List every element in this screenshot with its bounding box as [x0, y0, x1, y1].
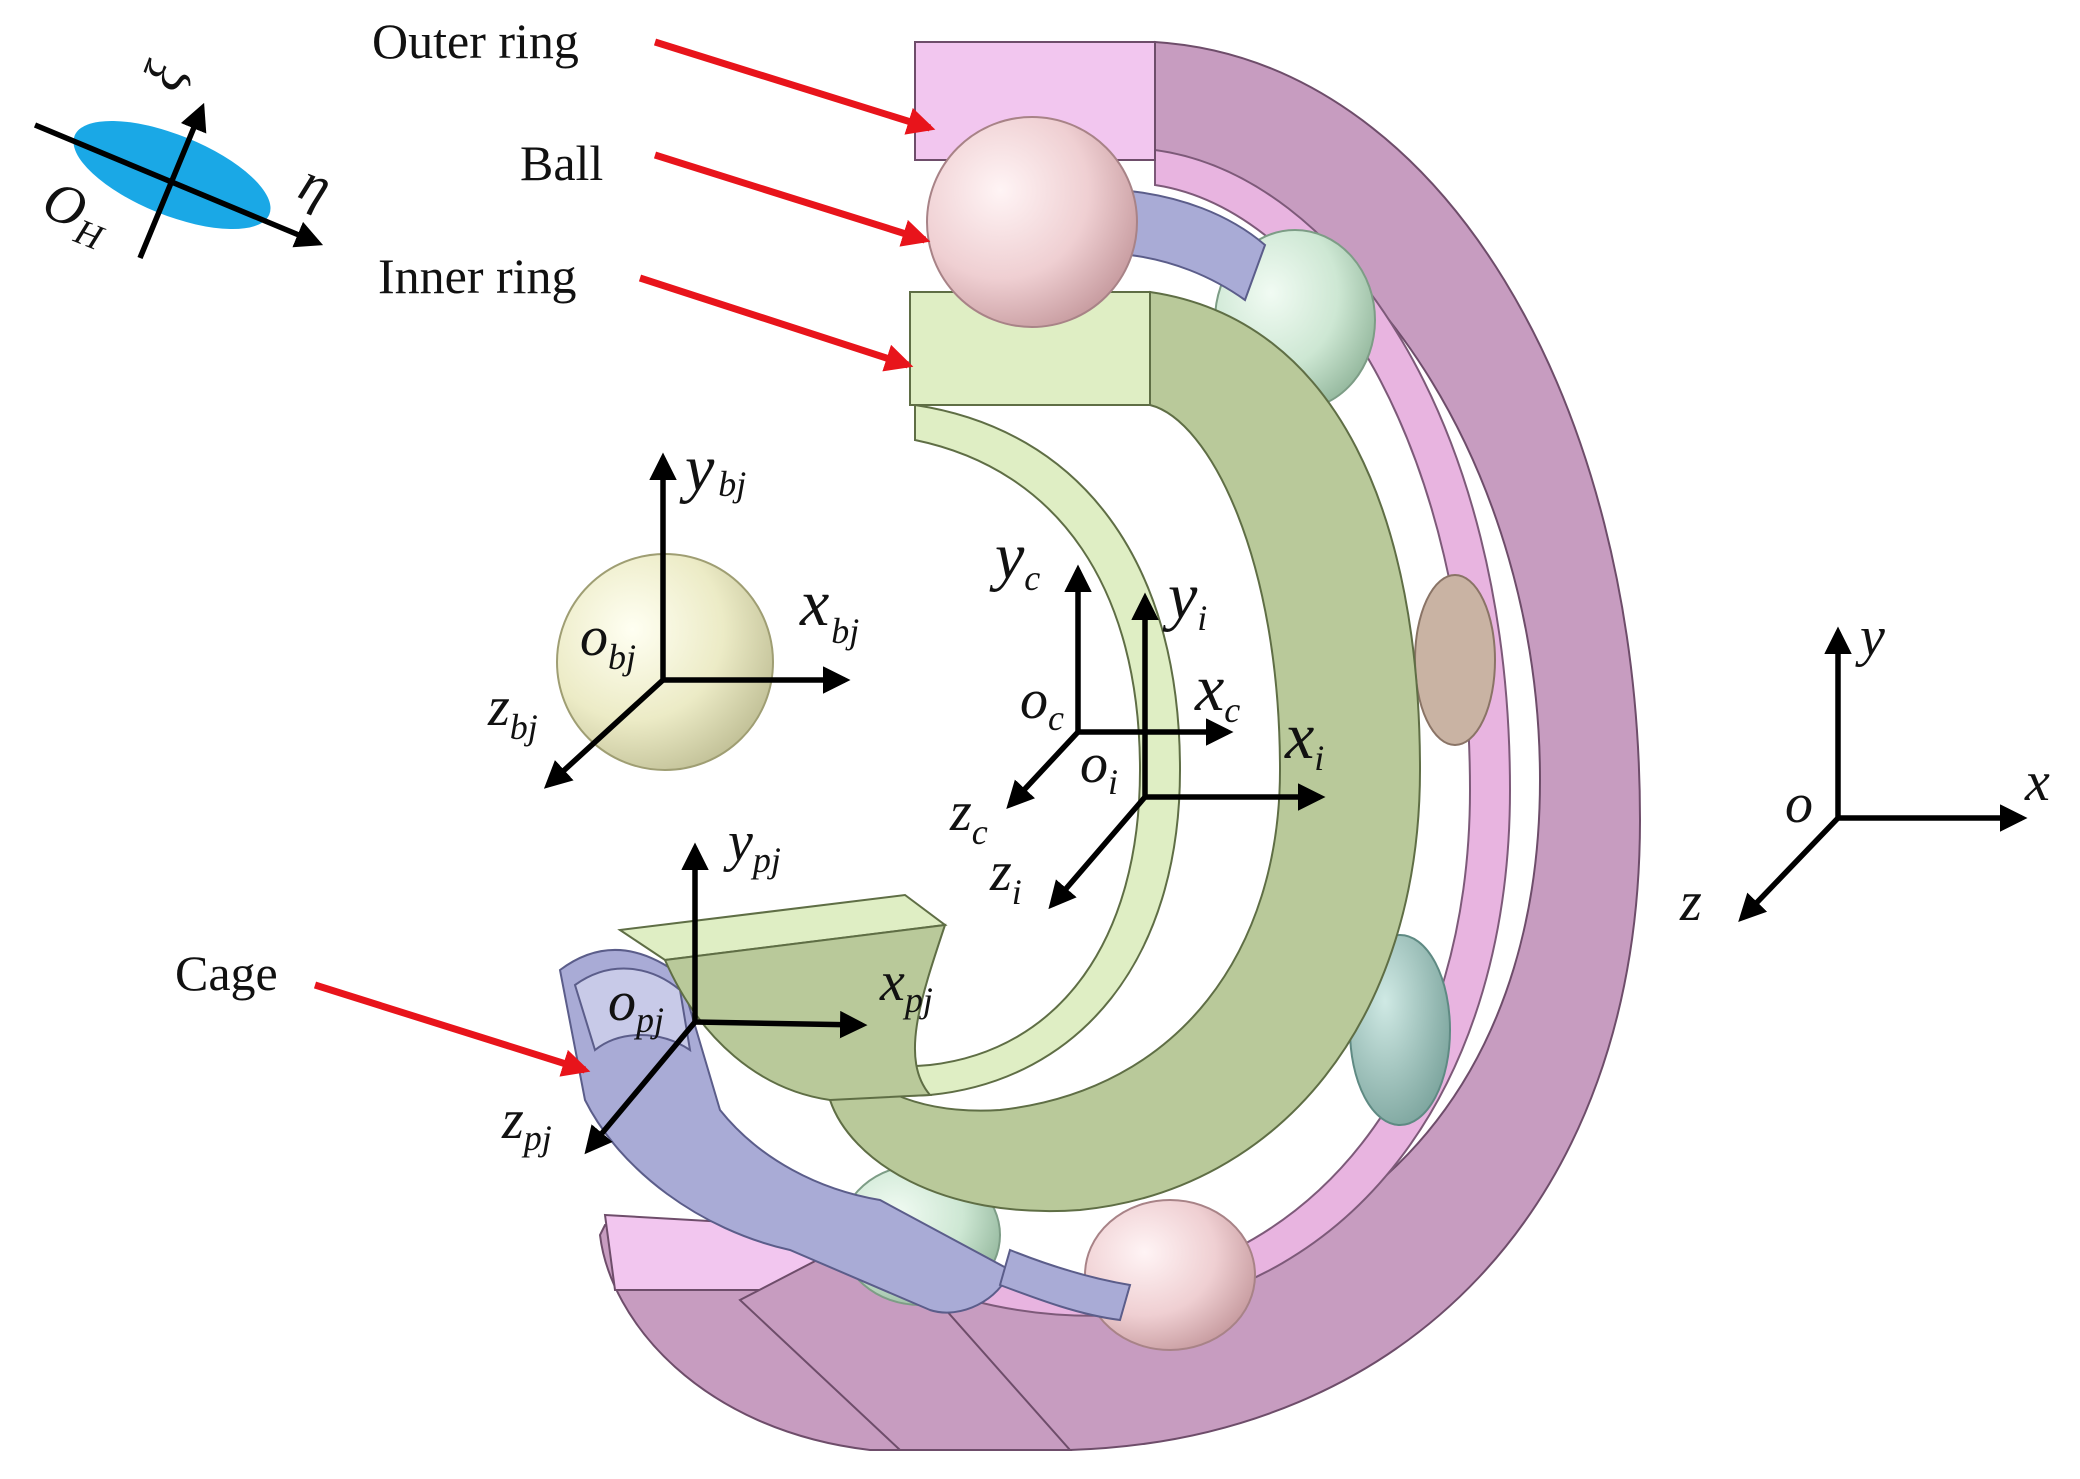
cage-label: Cage: [175, 945, 278, 1001]
outer-ring: [598, 40, 1642, 1451]
global-x-label: x: [2024, 751, 2050, 813]
cage-z-label: zc: [949, 781, 988, 852]
cage-frame: yc xc oc zc: [949, 520, 1240, 852]
global-z-label: z: [1679, 871, 1702, 933]
outer-ring-label: Outer ring: [372, 13, 579, 69]
pocket-z-axis: [584, 1020, 698, 1155]
inner-ring-outer-surface: [819, 290, 1422, 1213]
inner-ring-arrow: [638, 274, 914, 372]
part-callouts: Outer ring Ball Inner ring Cage: [175, 13, 936, 1077]
pocket-origin-label: opj: [608, 971, 664, 1040]
ball-pink-bottom: [1084, 1199, 1256, 1351]
cage-origin-label: oc: [1020, 669, 1064, 738]
eta-axis: [33, 122, 324, 248]
inner-ring-label: Inner ring: [378, 248, 577, 304]
pocket-y-label: ypj: [723, 811, 781, 880]
ball-arrow: [653, 151, 931, 247]
outer-ring-bottom-side: [738, 1228, 1073, 1451]
global-y-label: y: [1855, 606, 1885, 668]
inner-ring: [617, 290, 1422, 1213]
cage-pocket-face: [573, 967, 692, 1053]
xi-axis: [137, 102, 207, 260]
pocket-x-label: xpj: [879, 951, 933, 1020]
ball-x-label: xbj: [799, 567, 859, 651]
cage-segment-upper: [1118, 188, 1267, 302]
outer-ring-arrow: [653, 38, 936, 135]
inner-ring-frame: yi xi oi zi: [989, 560, 1326, 912]
global-frame: y x o z: [1679, 606, 2050, 933]
ball-z-axis: [543, 677, 665, 789]
xi-label: ξ: [131, 54, 197, 99]
ball-origin-label: obj: [580, 606, 636, 677]
cage-x-label: xc: [1194, 652, 1240, 730]
ball-z-label: zbj: [487, 676, 538, 747]
ball-pink-top: [926, 116, 1138, 328]
ball-tan-right: [1414, 574, 1496, 746]
cage-z-axis: [1006, 730, 1081, 810]
inner-x-label: xi: [1284, 700, 1324, 778]
inner-y-label: yi: [1162, 560, 1207, 638]
cage: [558, 188, 1267, 1322]
inner-z-axis: [1048, 795, 1148, 910]
cage-segment-lower: [998, 1248, 1132, 1322]
global-z-axis: [1738, 816, 1840, 922]
inner-z-label: zi: [989, 841, 1022, 912]
cage-arrow: [313, 981, 591, 1077]
cage-y-label: yc: [989, 520, 1040, 598]
pocket-z-label: zpj: [501, 1089, 552, 1158]
ball-label: Ball: [520, 135, 603, 191]
pocket-frame: ypj xpj opj zpj: [501, 811, 933, 1158]
contact-ellipse-frame: ξ η OH: [33, 54, 340, 260]
inner-origin-label: oi: [1080, 733, 1118, 802]
outer-ring-outer-surface: [598, 40, 1642, 1451]
pocket-x-axis: [694, 1010, 868, 1039]
global-origin-label: o: [1785, 773, 1813, 835]
inner-ring-bottom-side: [663, 923, 947, 1102]
eta-label: η: [291, 151, 340, 219]
